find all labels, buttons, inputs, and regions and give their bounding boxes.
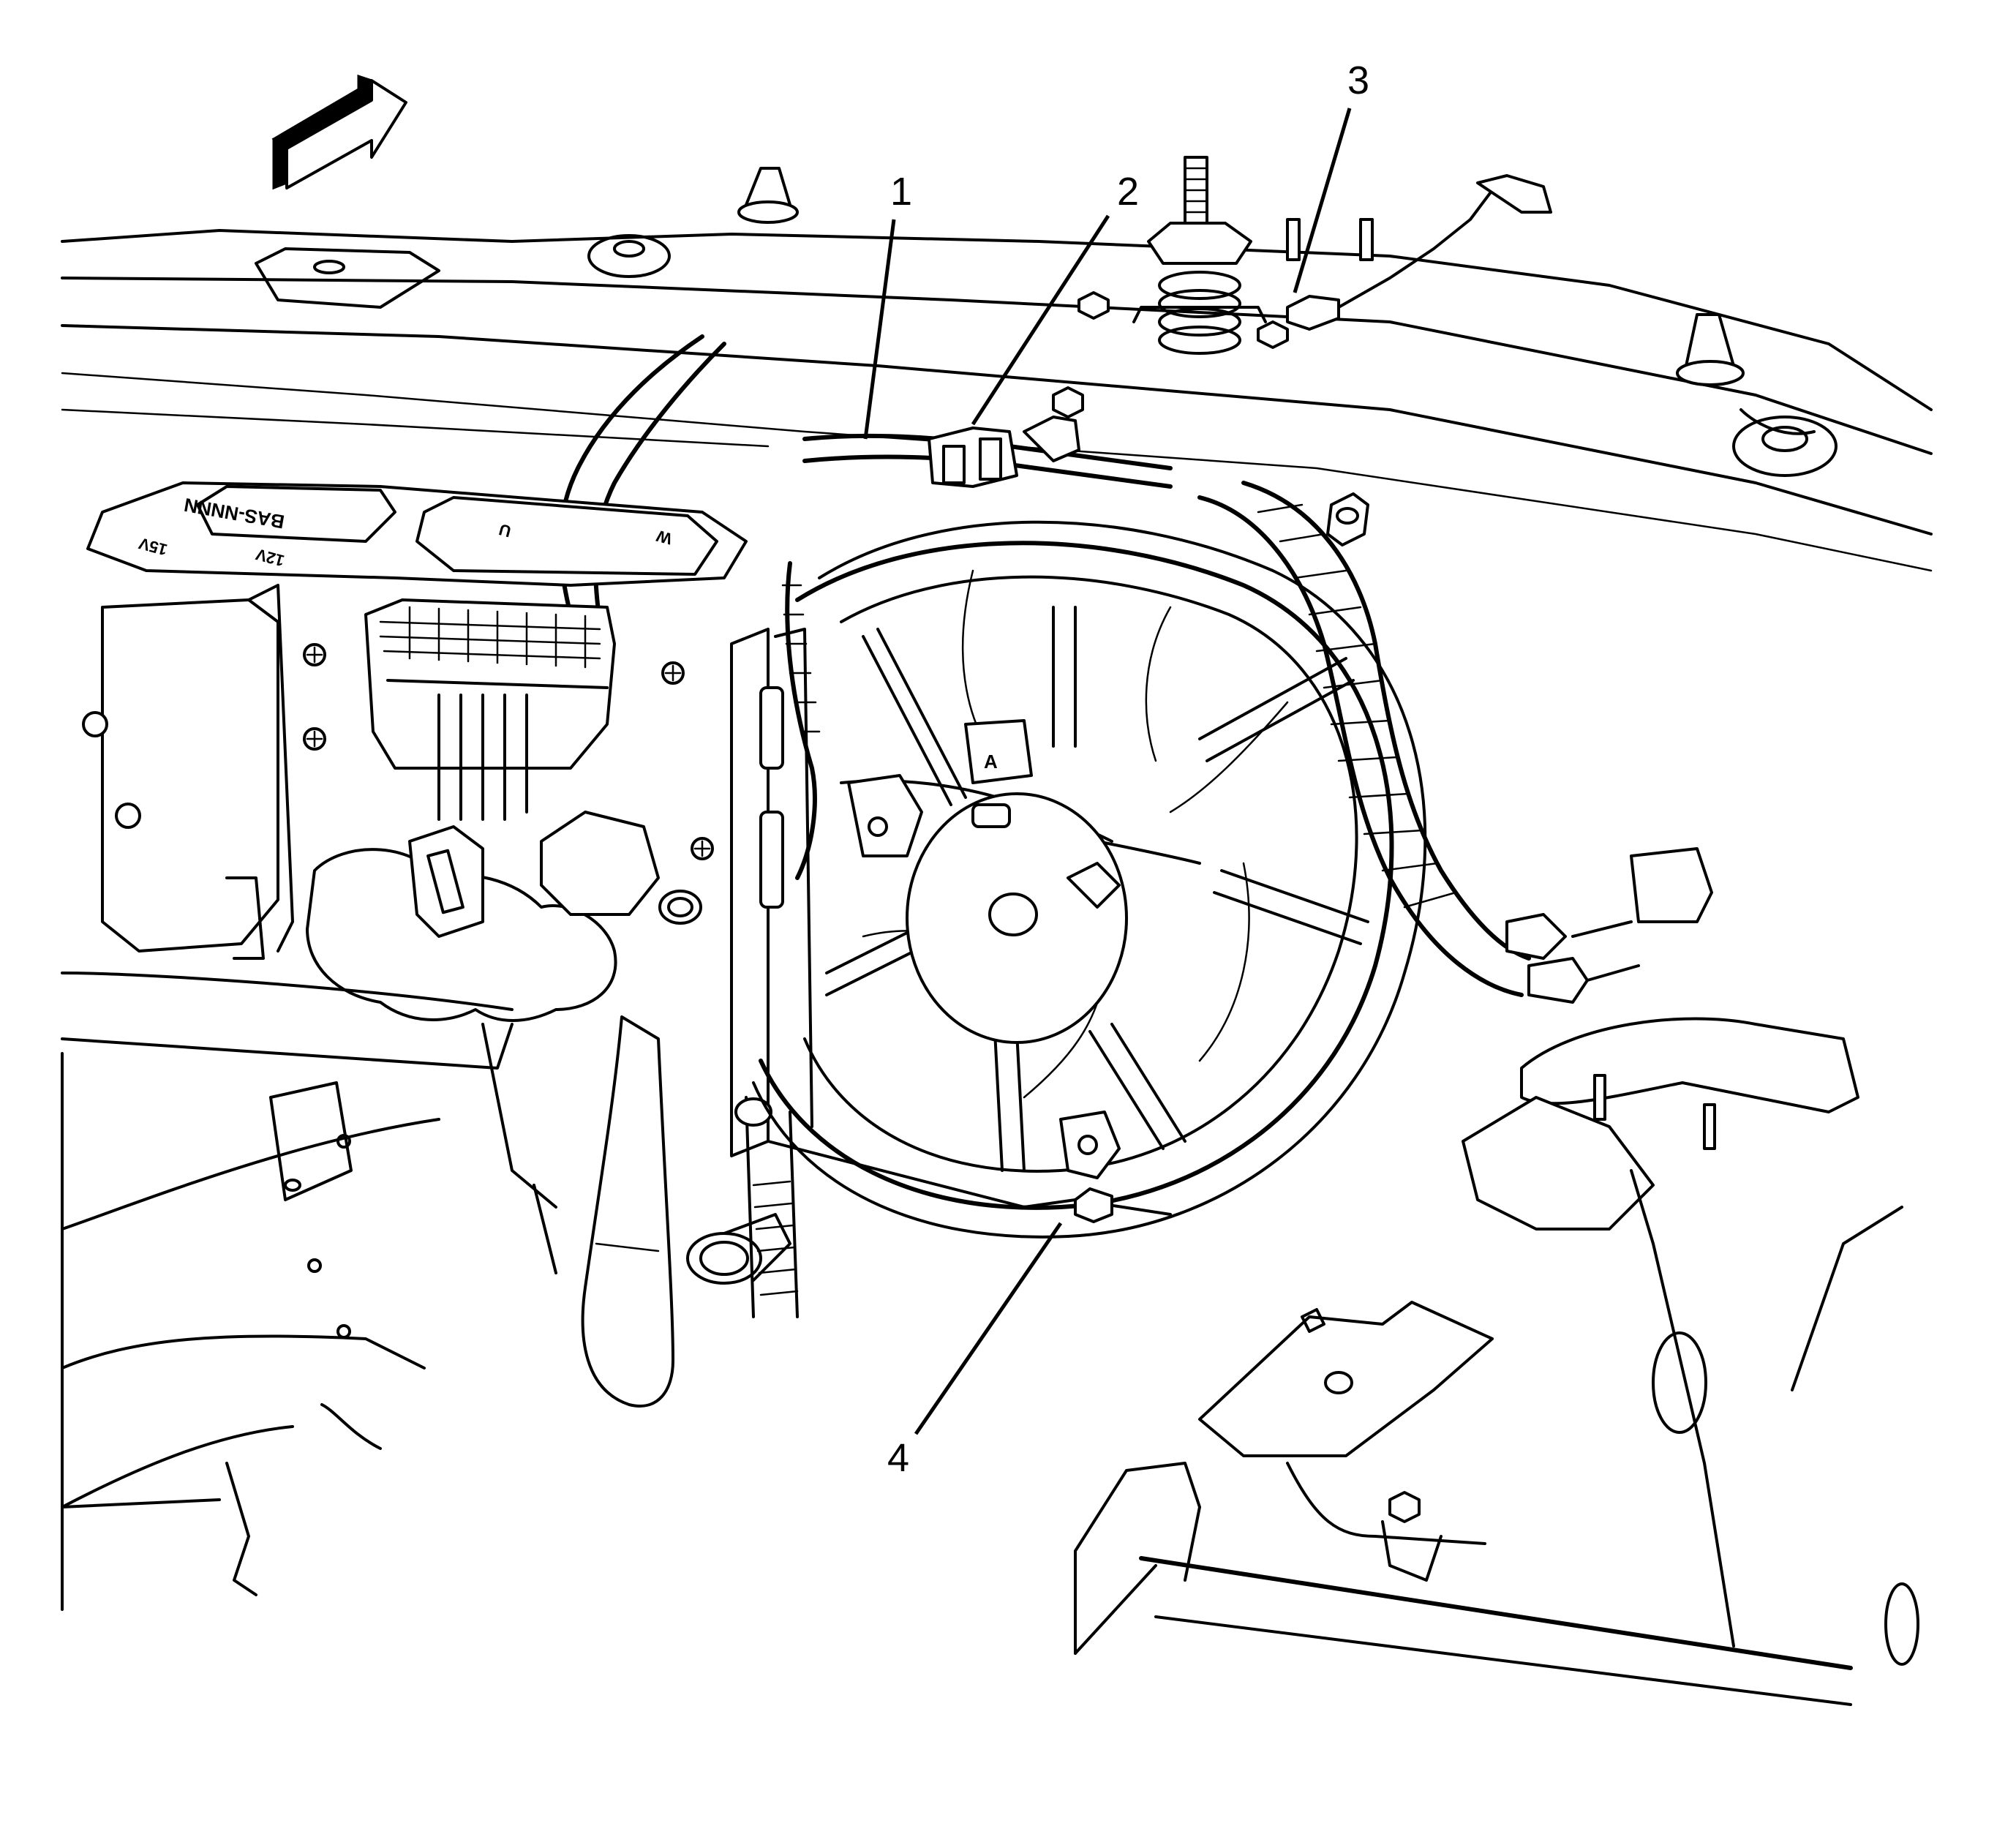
harness-connector [928, 386, 1369, 546]
shroud-clip [1074, 1187, 1113, 1223]
connector-pin-grid [379, 606, 601, 669]
leader-3 [1293, 108, 1352, 293]
radiator-slot [759, 686, 784, 770]
callout-1: 1 [889, 170, 913, 214]
left-fender-apron [61, 972, 557, 1611]
svg-text:A: A [984, 751, 998, 773]
right-side-components [1074, 847, 1919, 1706]
callout-leaders [863, 108, 1352, 1435]
callout-4: 4 [887, 1436, 910, 1480]
radiator-slot [759, 811, 784, 909]
radiator [730, 628, 1172, 1318]
leader-4 [914, 1222, 1063, 1435]
callout-2: 2 [1116, 170, 1140, 214]
hood-ajar-switch-connector [1286, 174, 1552, 331]
callout-3: 3 [1347, 59, 1370, 102]
leader-2 [971, 214, 1110, 426]
auxiliary-coolant-pump [306, 811, 791, 1408]
fan-motor-connector [964, 719, 1033, 784]
hood-latch-spring [1077, 156, 1289, 355]
fan-motor [906, 792, 1128, 1044]
leader-1 [863, 219, 896, 440]
forward-direction-arrow-icon [271, 74, 407, 190]
cooling-fan-shroud: A [752, 520, 1427, 1239]
svg-text:U: U [497, 520, 513, 541]
fan-motor-hub [988, 893, 1038, 936]
